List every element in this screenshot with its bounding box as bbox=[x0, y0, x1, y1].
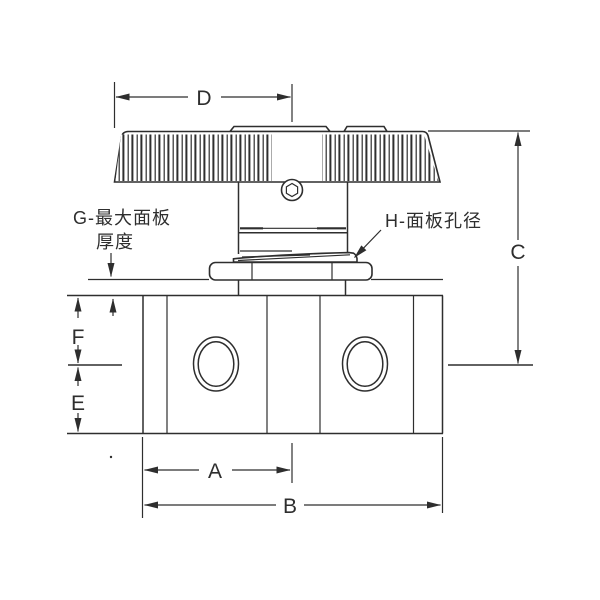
knurling-right bbox=[322, 134, 439, 181]
port-inner-ring bbox=[197, 340, 235, 388]
port-highlight bbox=[195, 368, 207, 386]
port-outer-ring bbox=[341, 336, 389, 392]
dim-label-c: C bbox=[510, 241, 525, 264]
set-screw-circle bbox=[280, 178, 304, 202]
callout-h: H-面板孔径 bbox=[354, 211, 482, 258]
port-inner-ring bbox=[346, 340, 384, 388]
stem bbox=[237, 182, 349, 254]
port-outer-ring bbox=[192, 336, 240, 392]
washer-detail-line bbox=[241, 254, 311, 258]
dim-label-e: E bbox=[71, 392, 85, 415]
dimension-d: D bbox=[113, 82, 293, 128]
lower-stem bbox=[237, 280, 347, 296]
washer bbox=[232, 251, 358, 263]
dim-label-d: D bbox=[196, 87, 211, 110]
callout-g: G-最大面板 厚度 bbox=[73, 208, 171, 316]
knurling-left bbox=[115, 134, 272, 181]
hex-socket-icon bbox=[285, 182, 299, 198]
panel-nut bbox=[208, 261, 373, 281]
dim-label-a: A bbox=[208, 460, 222, 483]
dimension-a: A bbox=[141, 437, 293, 518]
port-left bbox=[192, 336, 240, 392]
washer-detail-line bbox=[237, 254, 351, 262]
dimension-b: B bbox=[144, 437, 444, 518]
dimension-c: C bbox=[428, 130, 533, 366]
callout-h-arrow bbox=[354, 229, 382, 258]
valve-body bbox=[67, 294, 444, 435]
dim-label-f: F bbox=[72, 326, 85, 349]
port-right bbox=[341, 336, 389, 392]
callout-g-text-line1: G-最大面板 bbox=[73, 208, 171, 228]
dimension-e: E bbox=[71, 367, 85, 432]
callout-h-text: H-面板孔径 bbox=[385, 211, 482, 231]
set-screw bbox=[280, 178, 304, 202]
port-highlight bbox=[374, 342, 386, 360]
stray-dot bbox=[109, 455, 113, 459]
knob bbox=[113, 125, 442, 183]
callout-g-text-line2: 厚度 bbox=[96, 232, 134, 252]
dimension-f: F bbox=[68, 297, 122, 366]
dim-label-b: B bbox=[283, 495, 297, 518]
nut-outline bbox=[208, 261, 373, 281]
